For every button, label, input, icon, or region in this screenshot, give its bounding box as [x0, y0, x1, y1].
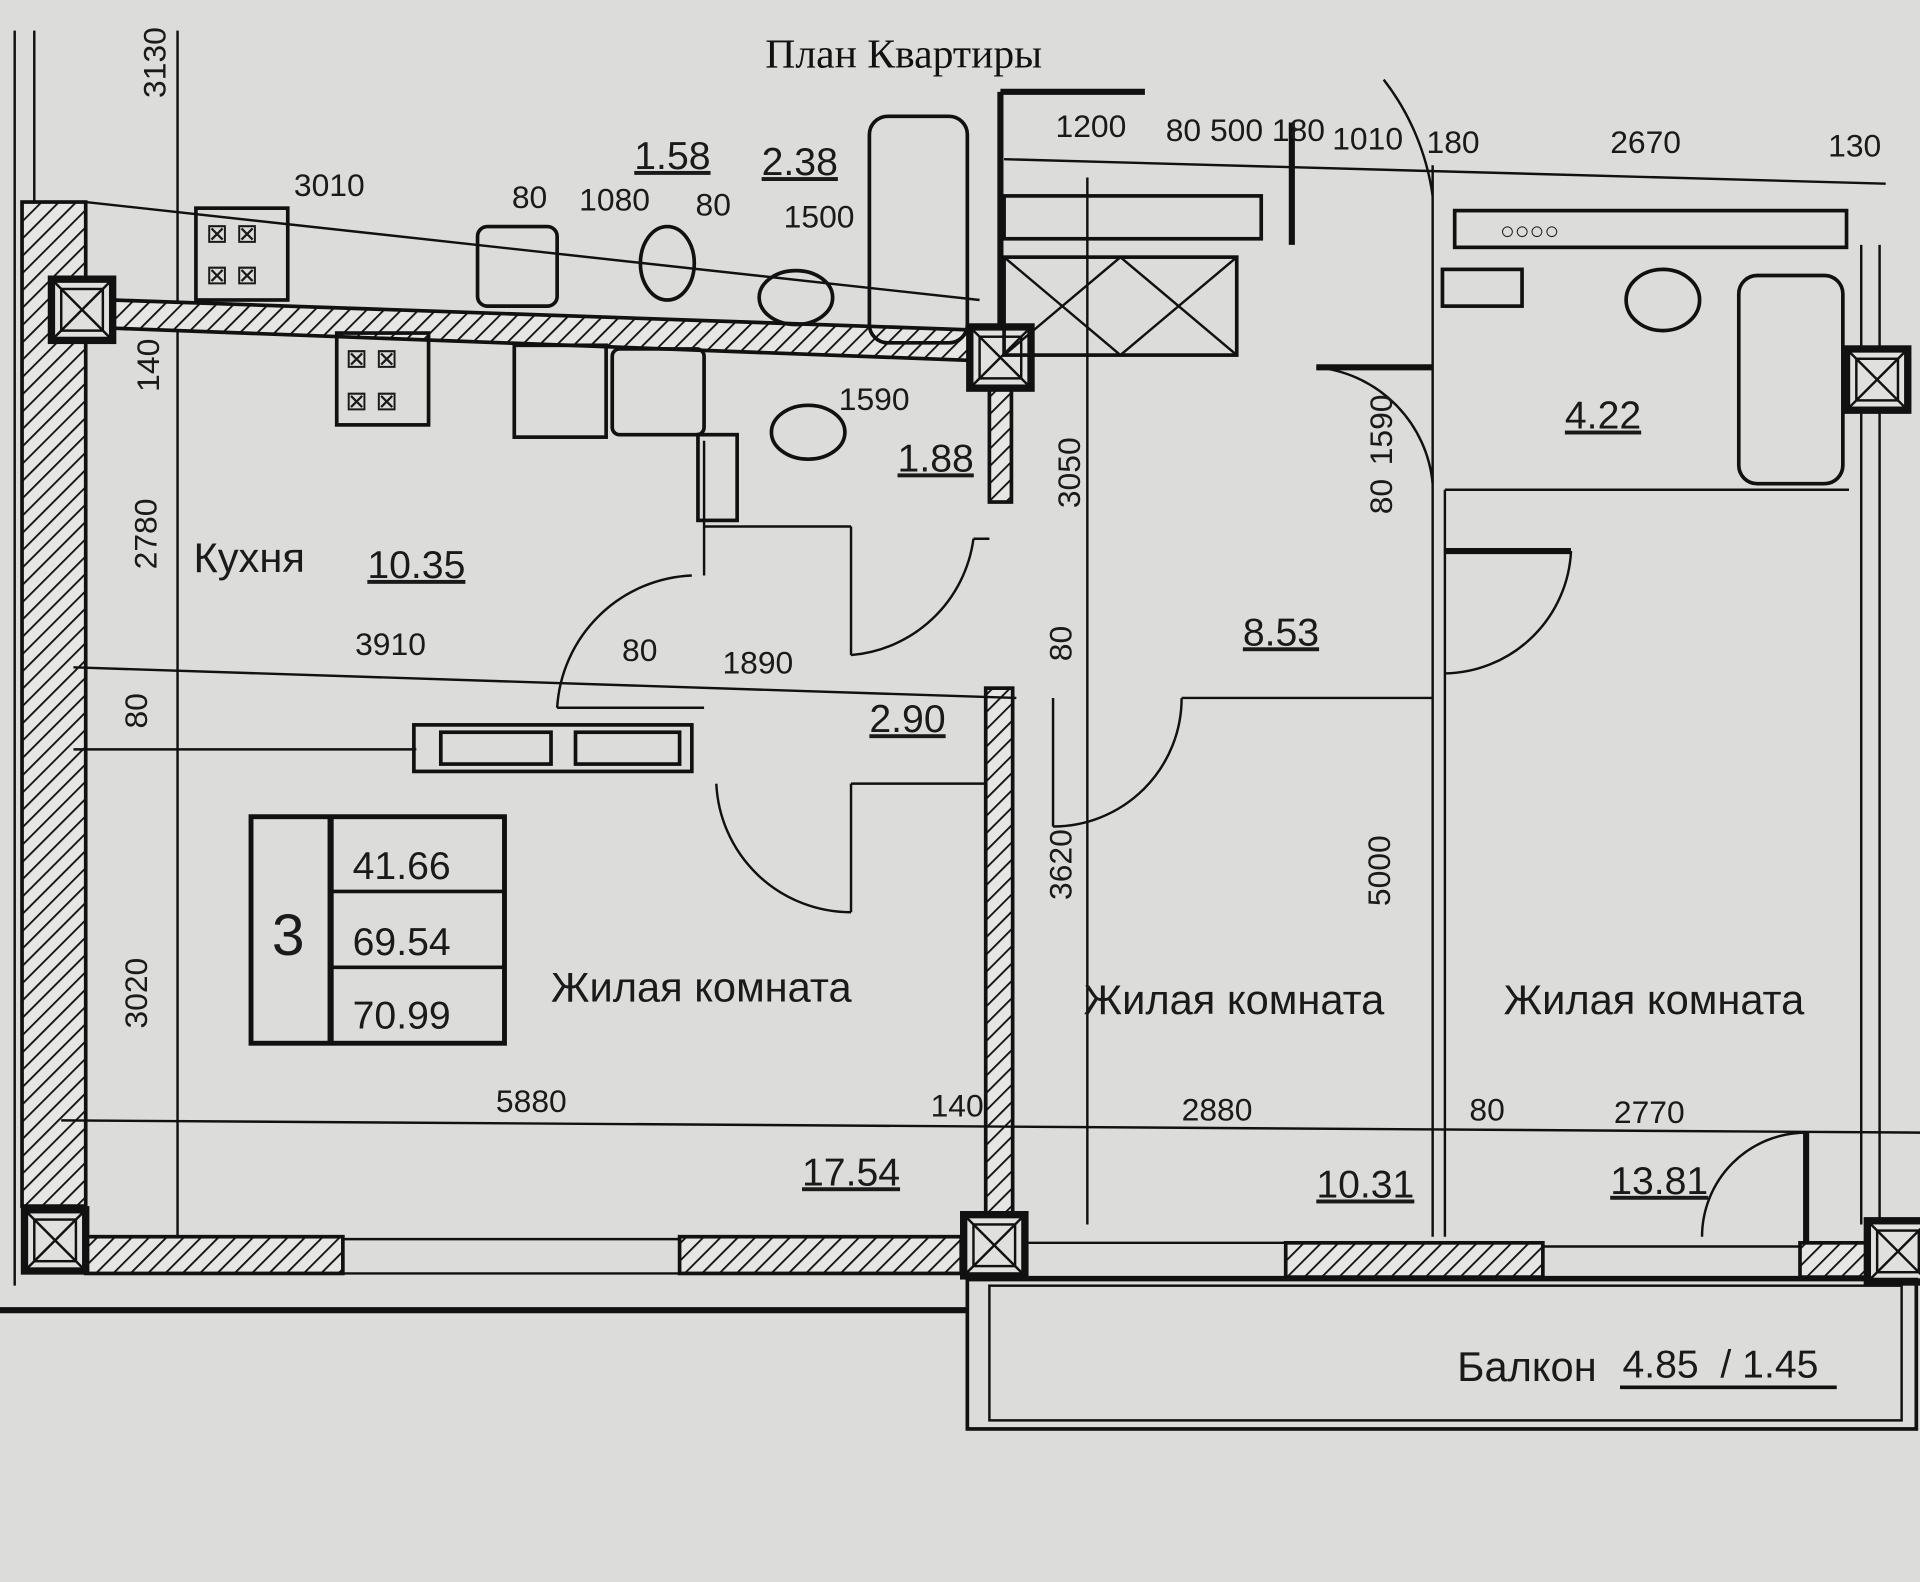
area-balcony: 4.85 — [1622, 1344, 1698, 1387]
toilet-top — [638, 224, 697, 302]
bathtub-top — [867, 114, 970, 345]
dim-label: 80 — [118, 693, 154, 728]
area-bath-small: 1.58 — [634, 135, 710, 178]
room-labels: Кухня 10.35 Жилая комната Жилая комната … — [193, 135, 1837, 1390]
dim-label: 80 — [1469, 1091, 1504, 1127]
dim-label: 3050 — [1051, 437, 1087, 508]
dim-label: 1010 — [1332, 120, 1403, 156]
dim-label: 2780 — [128, 499, 164, 570]
dim-label: 140 — [130, 339, 166, 392]
room-label-balcony: Балкон — [1457, 1343, 1597, 1390]
washer — [1440, 267, 1524, 308]
dim-label: 1200 — [1056, 108, 1127, 144]
kitchen-stove: ⊠ ⊠ ⊠ ⊠ — [334, 331, 431, 427]
washbasin-top — [757, 268, 835, 327]
living-area: 41.66 — [353, 845, 451, 888]
wardrobe — [412, 723, 694, 774]
area-balcony-reduced: / 1.45 — [1720, 1344, 1818, 1387]
area-living-3: 13.81 — [1610, 1160, 1708, 1203]
kitchen-sink — [610, 347, 706, 437]
area-hall-small: 2.90 — [869, 698, 945, 741]
kitchen-counter-right — [1452, 208, 1849, 250]
washbasin-right — [1624, 267, 1702, 333]
doors — [555, 78, 1810, 1243]
kitchen-stove-top: ⊠ ⊠ ⊠ ⊠ — [194, 206, 290, 302]
dim-label: 1890 — [722, 644, 793, 680]
dim-label: 1080 — [579, 182, 650, 218]
area-living-2: 10.31 — [1316, 1164, 1414, 1207]
dim-label: 80 — [512, 179, 547, 215]
area-summary-table: 3 41.66 69.54 70.99 — [248, 814, 507, 1046]
dim-label: 80 — [696, 187, 731, 223]
area-bath-top: 2.38 — [762, 141, 838, 184]
dim-label: 3010 — [294, 167, 365, 203]
dim-label: 140 — [931, 1088, 984, 1124]
dim-label: 1590 — [1363, 394, 1399, 465]
total-area-with-balcony: 70.99 — [353, 995, 451, 1038]
dim-label: 80 — [622, 632, 657, 668]
area-hall: 8.53 — [1243, 611, 1319, 654]
dim-label: 1590 — [839, 381, 910, 417]
dim-label: 2670 — [1610, 124, 1681, 160]
total-area: 69.54 — [353, 921, 451, 964]
sink-top — [475, 224, 559, 308]
dim-label: 130 — [1828, 128, 1881, 164]
svg-text:⊠ ⊠: ⊠ ⊠ — [345, 386, 398, 416]
dimension-labels: 3010 80 1080 80 1500 1200 80 500 180 101… — [118, 27, 1881, 1130]
area-kitchen: 10.35 — [367, 544, 465, 587]
dim-label: 80 500 180 — [1166, 112, 1325, 148]
dim-label: 80 — [1042, 626, 1078, 661]
dim-label: 3020 — [118, 958, 154, 1029]
dim-label: 3910 — [355, 626, 426, 662]
area-wc: 1.88 — [898, 437, 974, 480]
room-label-kitchen: Кухня — [193, 534, 304, 581]
room-count: 3 — [272, 903, 305, 968]
svg-text:⊠ ⊠: ⊠ ⊠ — [345, 343, 398, 373]
dim-label: 3620 — [1042, 829, 1078, 900]
room-label-living-2: Жилая комната — [1084, 976, 1385, 1023]
balcony — [965, 1277, 1919, 1431]
burners-icon: ○○○○ — [1500, 218, 1559, 245]
dim-label: 5880 — [496, 1083, 567, 1119]
room-label-living-3: Жилая комната — [1504, 976, 1805, 1023]
room-label-living-1: Жилая комната — [551, 964, 852, 1011]
area-living-1: 17.54 — [802, 1151, 900, 1194]
dim-label: 180 — [1427, 124, 1480, 160]
dim-label: 80 — [1363, 479, 1399, 514]
dim-label: 2880 — [1182, 1091, 1253, 1127]
dim-label: 3130 — [136, 27, 172, 98]
area-bath-right: 4.22 — [1565, 395, 1641, 438]
dim-label: 5000 — [1361, 835, 1397, 906]
plan-title: План Квартиры — [765, 31, 1042, 77]
counter — [512, 343, 608, 439]
svg-text:⊠ ⊠: ⊠ ⊠ — [206, 218, 259, 248]
cabinet — [696, 432, 739, 523]
bathtub-right — [1736, 273, 1845, 486]
svg-text:⊠ ⊠: ⊠ ⊠ — [206, 260, 259, 290]
toilet — [769, 403, 847, 462]
dim-label: 1500 — [784, 199, 855, 235]
storage-boxes — [1002, 194, 1264, 357]
dim-label: 2770 — [1614, 1094, 1685, 1130]
